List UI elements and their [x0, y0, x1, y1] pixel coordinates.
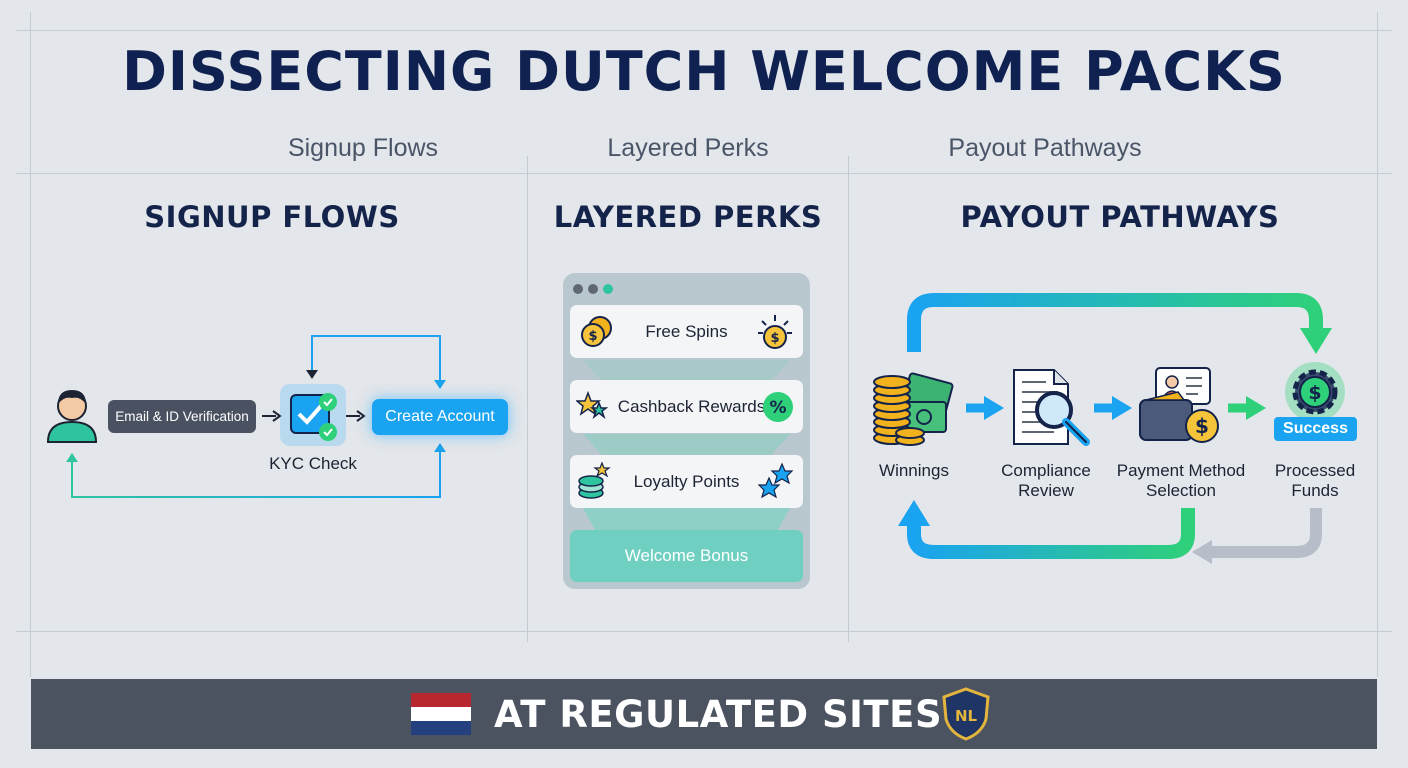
dollar-gear-icon: $ — [1285, 362, 1345, 422]
svg-text:$: $ — [1308, 382, 1321, 404]
compliance-review-label: Compliance Review — [988, 461, 1104, 501]
payout-pathways-title: PAYOUT PATHWAYS — [960, 200, 1280, 234]
processed-funds-label: Processed Funds — [1262, 461, 1368, 501]
kyc-check-label: KYC Check — [269, 454, 357, 473]
email-id-verification-step: Email & ID Verification — [108, 400, 256, 433]
payment-method-icon: $ — [1139, 367, 1219, 443]
payment-method-line-1: Payment Method — [1116, 461, 1246, 480]
token-stack-icon — [578, 461, 611, 499]
blue-stars-icon — [758, 462, 794, 499]
footer-banner — [31, 679, 1377, 749]
page-title: DISSECTING DUTCH WELCOME PACKS — [122, 40, 1286, 103]
sparkle-coin-icon: $ — [758, 315, 792, 349]
grid-line — [848, 156, 849, 642]
subhead-payout: Payout Pathways — [948, 134, 1142, 162]
welcome-bonus-base: Welcome Bonus — [570, 530, 803, 582]
grid-line — [16, 631, 1392, 632]
grid-line — [1377, 12, 1378, 677]
compliance-review-line-2: Review — [1018, 481, 1074, 500]
svg-text:$: $ — [588, 329, 597, 344]
footer-title: AT REGULATED SITES — [494, 693, 943, 736]
nl-badge-text: NL — [955, 707, 978, 725]
payment-method-line-2: Selection — [1146, 481, 1216, 500]
loyalty-points-item: Loyalty Points — [570, 455, 803, 508]
nl-shield-icon: NL — [942, 687, 990, 741]
winnings-cash-icon — [873, 372, 954, 446]
percent-badge-icon: % — [763, 392, 793, 422]
grid-line — [16, 173, 1392, 174]
svg-text:$: $ — [770, 331, 779, 346]
signup-flow-connectors — [66, 335, 446, 498]
stars-icon — [576, 390, 608, 420]
payment-method-selection-label: Payment Method Selection — [1108, 461, 1254, 501]
processed-funds-line-2: Funds — [1291, 481, 1339, 500]
dollar-glyph: $ — [1195, 414, 1209, 438]
window-dots — [573, 284, 613, 294]
cashback-rewards-label: Cashback Rewards — [617, 396, 766, 416]
grid-line — [527, 156, 528, 642]
compliance-review-icon — [1013, 369, 1090, 446]
grid-line — [30, 12, 31, 677]
compliance-review-line-1: Compliance — [1001, 461, 1091, 480]
user-icon — [46, 390, 98, 443]
kyc-check-icon — [280, 384, 346, 446]
subhead-perks: Layered Perks — [607, 134, 769, 162]
netherlands-flag-icon — [411, 693, 471, 735]
processed-funds-line-1: Processed — [1274, 461, 1356, 480]
layered-perks-title: LAYERED PERKS — [553, 200, 823, 234]
winnings-label: Winnings — [879, 461, 949, 480]
loyalty-points-label: Loyalty Points — [633, 471, 740, 491]
signup-flows-title: SIGNUP FLOWS — [144, 200, 400, 234]
percent-glyph: % — [769, 398, 786, 418]
subhead-signup: Signup Flows — [287, 134, 439, 162]
create-account-button[interactable]: Create Account — [372, 399, 508, 435]
payout-loop-arrows — [898, 293, 1332, 564]
success-badge: Success — [1274, 417, 1357, 441]
coins-icon: $ — [581, 316, 612, 347]
free-spins-label: Free Spins — [645, 321, 728, 341]
grid-line — [16, 30, 1392, 31]
